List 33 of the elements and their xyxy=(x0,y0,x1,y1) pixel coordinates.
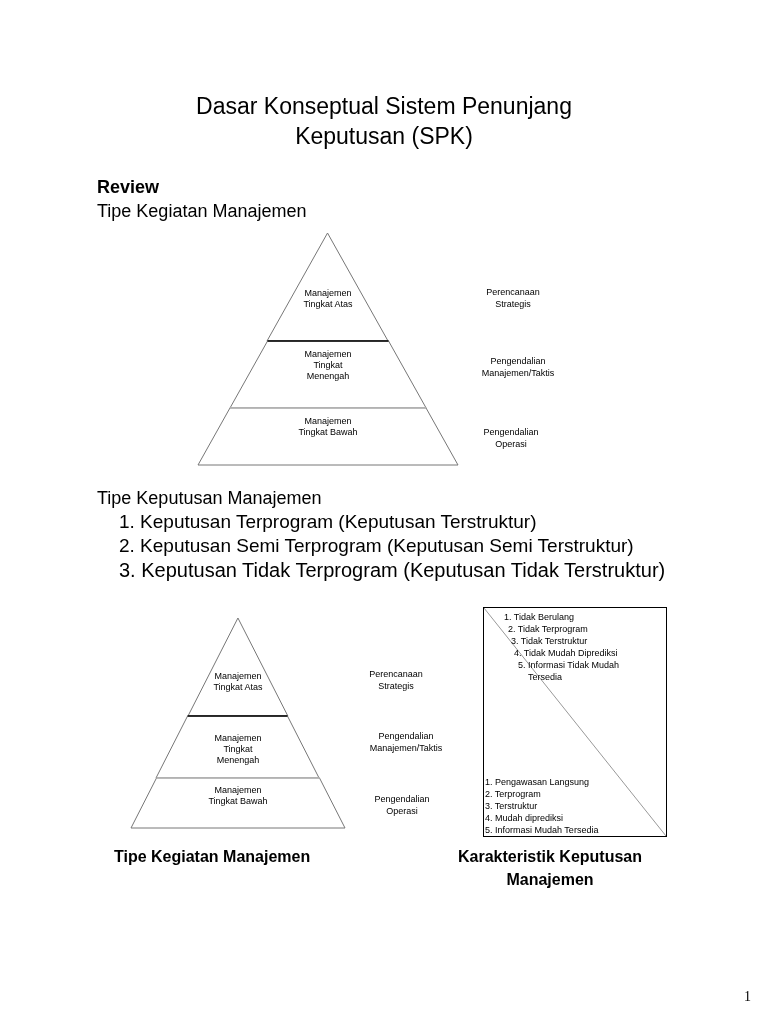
side-label: Perencanaan Strategis xyxy=(368,668,424,692)
side-label: Pengendalian Manajemen/Taktis xyxy=(480,355,556,379)
band-label: Manajemen Tingkat Atas xyxy=(302,288,354,310)
side-label: Pengendalian Operasi xyxy=(373,793,431,817)
side-label: Pengendalian Manajemen/Taktis xyxy=(368,730,444,754)
side-label: Perencanaan Strategis xyxy=(485,286,541,310)
figure-caption: Tipe Kegiatan Manajemen xyxy=(114,847,312,867)
list-item: 1. Keputusan Terprogram (Keputusan Terstruktur) xyxy=(119,510,538,534)
list-item: 5. Informasi Tidak Mudah Tersedia xyxy=(518,659,621,683)
band-label: Manajemen Tingkat Bawah xyxy=(207,785,269,807)
list-item: 3. Keputusan Tidak Terprogram (Keputusan Tidak Terstruktur) xyxy=(119,558,667,582)
list-item: 2. Keputusan Semi Terprogram (Keputusan Semi Terstruktur) xyxy=(119,534,635,558)
side-label: Pengendalian Operasi xyxy=(482,426,540,450)
list-item: 3. Tidak Terstruktur xyxy=(511,635,588,647)
list-item: 5. Informasi Mudah Tersedia xyxy=(485,824,599,836)
subheading: Tipe Keputusan Manajemen xyxy=(97,487,322,510)
list-item: 4. Mudah diprediksi xyxy=(485,812,564,824)
band-label: Manajemen Tingkat Menengah xyxy=(303,349,353,382)
band-label: Manajemen Tingkat Atas xyxy=(212,671,264,693)
list-item: 1. Tidak Berulang xyxy=(504,611,575,623)
band-label: Manajemen Tingkat Menengah xyxy=(213,733,263,766)
title: Dasar Konseptual Sistem Penunjang Keputusan (SPK) xyxy=(195,92,573,151)
list-item: 2. Tidak Terprogram xyxy=(508,623,588,635)
characteristics-box xyxy=(483,607,667,837)
figure-caption: Karakteristik Keputusan Manajemen xyxy=(456,847,644,890)
list-item: 4. Tidak Mudah Diprediksi xyxy=(514,647,618,659)
list-item: 2. Terprogram xyxy=(485,788,541,800)
list-item: 3. Terstruktur xyxy=(485,800,538,812)
section-heading: Review xyxy=(97,176,160,199)
list-item: 1. Pengawasan Langsung xyxy=(485,776,590,788)
band-label: Manajemen Tingkat Bawah xyxy=(297,416,359,438)
page-number: 1 xyxy=(744,988,751,1006)
subheading: Tipe Kegiatan Manajemen xyxy=(97,200,307,223)
